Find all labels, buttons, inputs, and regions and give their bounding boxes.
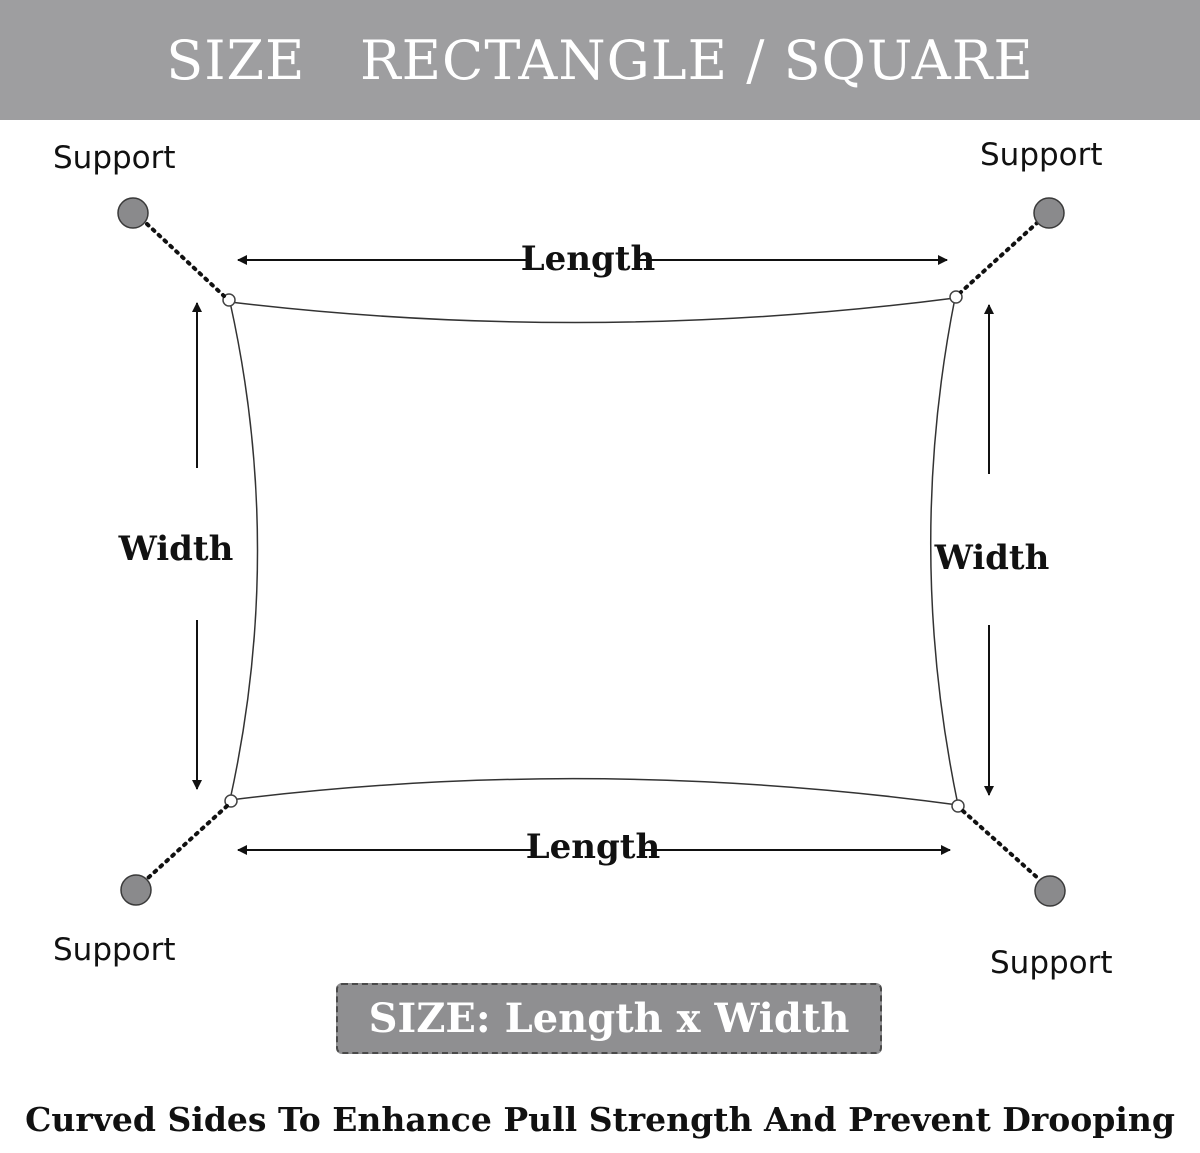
support-label-top-left: Support bbox=[53, 140, 176, 176]
corner-ring-top-left bbox=[222, 293, 236, 307]
length-label-top: Length bbox=[521, 239, 655, 279]
support-post-top-left bbox=[117, 197, 149, 229]
length-label-bottom: Length bbox=[526, 827, 660, 867]
support-label-bottom-right: Support bbox=[990, 945, 1113, 981]
support-label-top-right: Support bbox=[980, 137, 1103, 173]
support-post-bottom-right bbox=[1034, 875, 1066, 907]
tension-line-bottom-right bbox=[961, 809, 1042, 882]
caption: Curved Sides To Enhance Pull Strength An… bbox=[25, 1100, 1175, 1139]
width-label-right: Width bbox=[934, 538, 1050, 578]
tension-line-top-right bbox=[959, 220, 1040, 294]
support-post-bottom-left bbox=[120, 874, 152, 906]
page-title: SIZE RECTANGLE / SQUARE bbox=[0, 0, 1200, 120]
size-formula-label: SIZE: Length x Width bbox=[368, 995, 850, 1042]
width-label-left: Width bbox=[118, 529, 234, 569]
support-post-top-right bbox=[1033, 197, 1065, 229]
tension-line-top-left bbox=[145, 222, 226, 298]
corner-ring-bottom-left bbox=[224, 794, 238, 808]
corner-ring-bottom-right bbox=[951, 799, 965, 813]
sail-outline bbox=[229, 297, 959, 806]
corner-ring-top-right bbox=[949, 290, 963, 304]
size-formula-box: SIZE: Length x Width bbox=[336, 983, 882, 1054]
tension-line-bottom-left bbox=[146, 804, 229, 880]
support-label-bottom-left: Support bbox=[53, 932, 176, 968]
